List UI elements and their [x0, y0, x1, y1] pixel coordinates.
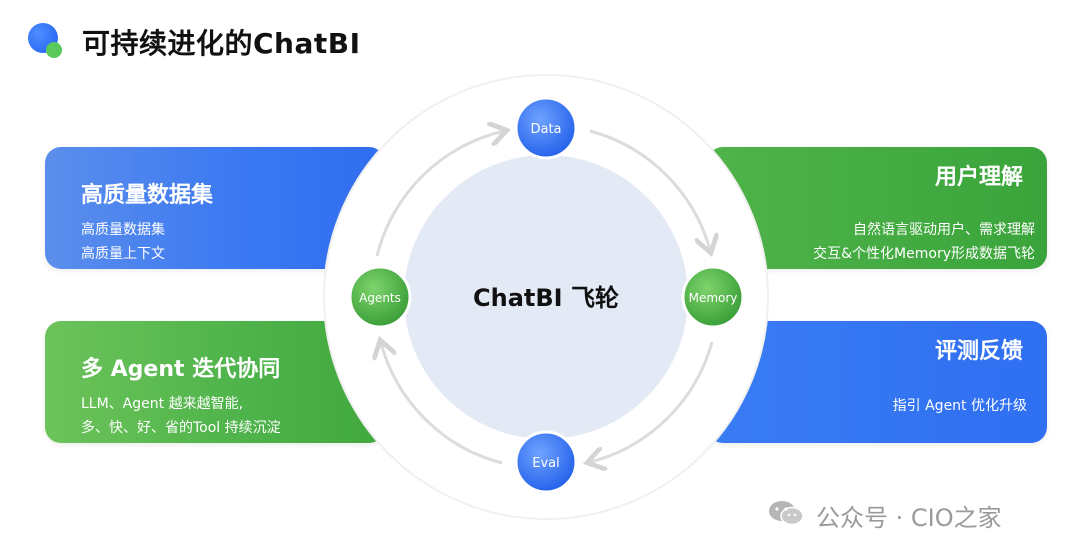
page-title: 可持续进化的ChatBI	[82, 27, 361, 60]
node-memory: Memory	[681, 265, 745, 329]
center-disc	[404, 155, 688, 439]
card-title: 高质量数据集	[81, 183, 214, 208]
card-multi-agent: 多 Agent 迭代协同 LLM、Agent 越来越智能, 多、快、好、省的To…	[45, 321, 385, 443]
arrow-memory-to-eval	[590, 341, 714, 462]
node-agents-label: Agents	[359, 291, 401, 305]
node-eval-label: Eval	[532, 456, 560, 471]
node-data-label: Data	[530, 122, 561, 137]
card-line: 指引 Agent 优化升级	[892, 398, 1027, 414]
node-data: Data	[514, 96, 578, 160]
card-title: 用户理解	[934, 165, 1023, 190]
title-green-dot-icon	[46, 42, 62, 58]
card-eval-feedback: 评测反馈 指引 Agent 优化升级	[707, 321, 1047, 443]
card-line: 自然语言驱动用户、需求理解	[853, 222, 1035, 238]
card-line: 多、快、好、省的Tool 持续沉淀	[81, 420, 281, 436]
arrow-data-to-memory	[589, 129, 710, 250]
node-eval: Eval	[514, 430, 578, 494]
card-line: 高质量数据集	[81, 222, 165, 238]
card-high-quality-dataset: 高质量数据集 高质量数据集 高质量上下文	[45, 147, 385, 269]
card-line: LLM、Agent 越来越智能,	[81, 396, 244, 412]
node-memory-label: Memory	[689, 291, 738, 305]
card-line: 交互&个性化Memory形成数据飞轮	[813, 246, 1035, 262]
card-line: 高质量上下文	[81, 246, 165, 262]
watermark-text: 公众号 · CIO之家	[816, 504, 1002, 532]
node-agents: Agents	[348, 265, 412, 329]
arrow-eval-to-agents	[381, 343, 503, 465]
arrow-agents-to-data	[375, 131, 504, 257]
card-title: 评测反馈	[934, 339, 1023, 364]
wechat-icon	[769, 501, 804, 526]
card-title: 多 Agent 迭代协同	[81, 357, 281, 382]
center-label: ChatBI 飞轮	[473, 284, 619, 312]
